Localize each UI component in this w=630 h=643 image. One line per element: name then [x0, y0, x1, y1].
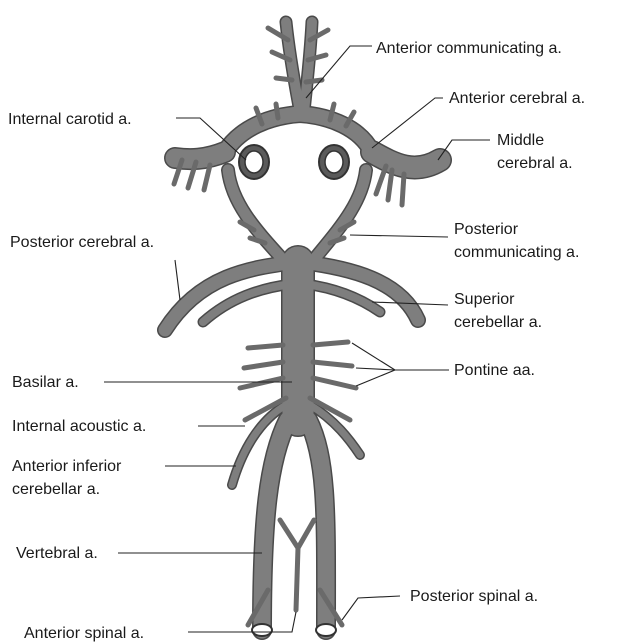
- label-middle-cerebral-line2: cerebral a.: [497, 155, 573, 172]
- label-posterior-communicating-line2: communicating a.: [454, 244, 579, 261]
- label-superior-cerebellar-line1: Superior: [454, 291, 515, 308]
- leader-pontine-c: [356, 370, 395, 386]
- leader-anterior-cerebral: [372, 98, 443, 148]
- label-anterior-inferior-cerebellar-line1: Anterior inferior: [12, 458, 122, 475]
- label-superior-cerebellar-line2: cerebellar a.: [454, 314, 542, 331]
- leader-anterior-spinal: [188, 612, 296, 632]
- label-basilar: Basilar a.: [12, 374, 79, 391]
- arterial-illustration: [165, 22, 440, 636]
- label-pontine: Pontine aa.: [454, 362, 535, 379]
- label-posterior-cerebral: Posterior cerebral a.: [10, 234, 154, 251]
- label-anterior-cerebral: Anterior cerebral a.: [449, 90, 585, 107]
- label-internal-carotid: Internal carotid a.: [8, 111, 132, 128]
- label-anterior-spinal: Anterior spinal a.: [24, 625, 144, 642]
- label-posterior-communicating-line1: Posterior: [454, 221, 519, 238]
- label-anterior-communicating: Anterior communicating a.: [376, 40, 562, 57]
- label-middle-cerebral-line1: Middle: [497, 132, 544, 149]
- label-vertebral: Vertebral a.: [16, 545, 98, 562]
- leader-posterior-spinal: [342, 596, 400, 620]
- leader-pontine-a: [352, 343, 395, 370]
- label-anterior-inferior-cerebellar-line2: cerebellar a.: [12, 481, 100, 498]
- leader-pontine-b: [356, 368, 395, 370]
- leader-posterior-cerebral: [175, 260, 180, 300]
- leader-posterior-communicating: [350, 235, 448, 237]
- label-posterior-spinal: Posterior spinal a.: [410, 588, 538, 605]
- label-internal-acoustic: Internal acoustic a.: [12, 418, 146, 435]
